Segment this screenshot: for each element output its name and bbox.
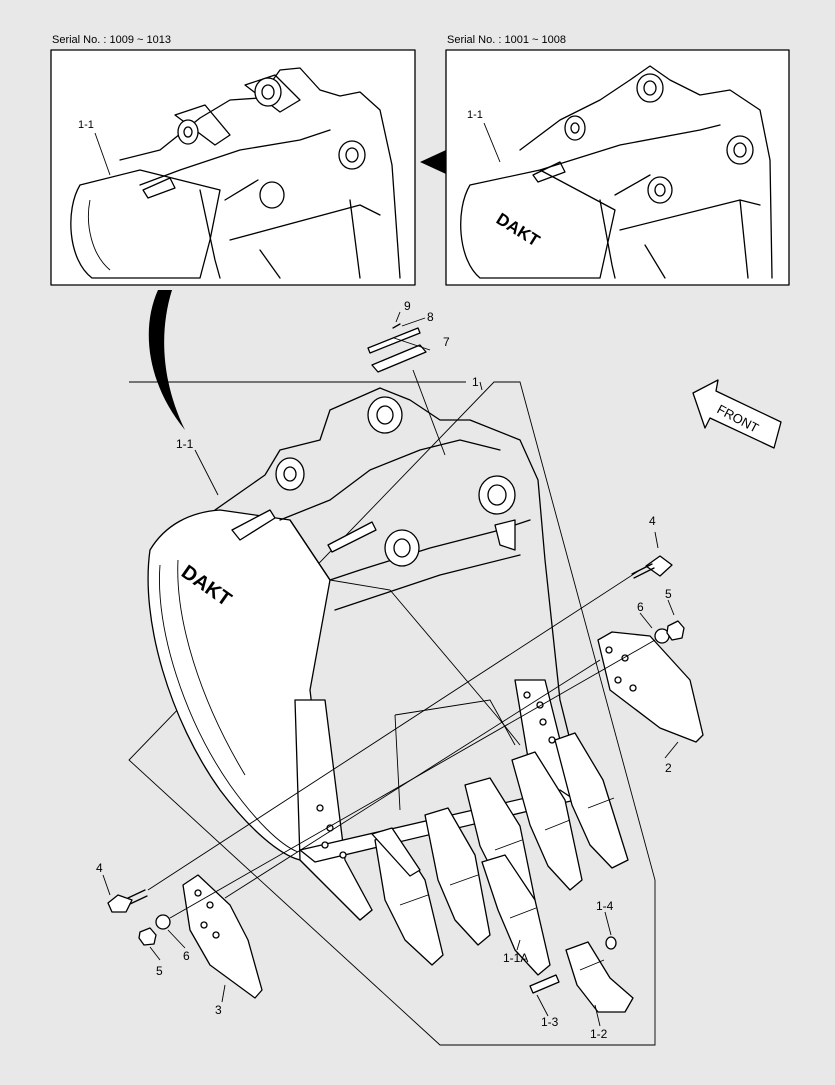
callout-6-right: 6 (637, 600, 644, 614)
bucket-main-drawing (147, 387, 581, 921)
callout-4-right: 4 (649, 514, 656, 528)
front-direction-arrow-icon (692, 379, 782, 449)
pin-retainer (605, 936, 617, 950)
left-washer (155, 914, 171, 930)
callout-6-left: 6 (183, 949, 190, 963)
left-nut (138, 927, 157, 946)
part-7-plate (371, 344, 427, 373)
inset-right-callout: 1-1 (467, 109, 483, 121)
leader-lines (102, 311, 679, 1027)
callout-5-left: 5 (156, 964, 163, 978)
part-8-shim (367, 327, 421, 354)
bucket-teeth (371, 732, 634, 1013)
inset-right-bucket-drawing (460, 65, 773, 279)
inset-pointer-arrow-icon (420, 150, 446, 174)
inset-right-leader (483, 122, 501, 163)
callout-1-2: 1-2 (590, 1027, 608, 1041)
inset-left-leader (94, 132, 111, 176)
inset-right-serial-label: Serial No. : 1001 ~ 1008 (447, 34, 566, 46)
callout-3: 3 (215, 1003, 222, 1017)
callout-1-1: 1-1 (176, 437, 194, 451)
inset-left-serial-label: Serial No. : 1009 ~ 1013 (52, 34, 171, 46)
callout-5-right: 5 (665, 587, 672, 601)
callout-1: 1 (472, 375, 479, 389)
inset-left-bucket-drawing (70, 67, 401, 279)
right-bolt (645, 555, 673, 577)
inset-right-frame (445, 49, 790, 286)
inset-left-frame (50, 49, 416, 286)
curved-pointer-icon (148, 290, 185, 430)
callout-4-left: 4 (96, 861, 103, 875)
right-nut (666, 620, 685, 641)
right-side-cutter (597, 631, 704, 743)
callout-8: 8 (427, 310, 434, 324)
assembly-1-boundary (128, 381, 656, 1046)
callout-1-4: 1-4 (596, 899, 614, 913)
left-bolt (107, 894, 133, 913)
part-9-shim (392, 323, 401, 329)
tooth-pin (529, 974, 560, 994)
callout-1-1a: 1-1A (503, 951, 528, 965)
left-side-cutter (182, 874, 263, 999)
inset-left-callout: 1-1 (78, 119, 94, 131)
callout-2: 2 (665, 761, 672, 775)
callout-7: 7 (443, 335, 450, 349)
callout-9: 9 (404, 299, 411, 313)
callout-1-3: 1-3 (541, 1015, 559, 1029)
